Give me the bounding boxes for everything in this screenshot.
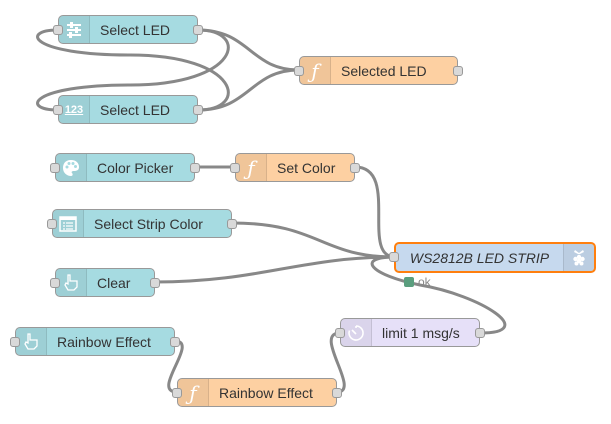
wire-rainbow-btn-to-rainbow-fn[interactable] xyxy=(167,339,184,394)
input-port[interactable] xyxy=(50,163,60,173)
node-clear-button[interactable]: Clear xyxy=(50,268,160,297)
output-port[interactable] xyxy=(227,219,237,229)
input-port[interactable] xyxy=(10,337,20,347)
input-port[interactable] xyxy=(172,388,182,398)
input-port[interactable] xyxy=(335,328,345,338)
input-port[interactable] xyxy=(53,25,63,35)
hand-pointer-icon xyxy=(16,328,47,355)
output-port[interactable] xyxy=(190,163,200,173)
node-rainbow-effect-function[interactable]: ƒ Rainbow Effect xyxy=(172,378,342,407)
function-icon: ƒ xyxy=(236,154,267,181)
sliders-icon xyxy=(59,16,90,43)
output-port[interactable] xyxy=(193,25,203,35)
palette-icon xyxy=(56,154,87,181)
wire-set-color-to-ws2812b[interactable] xyxy=(354,165,396,259)
function-icon: ƒ xyxy=(300,57,331,84)
wire-slider-out-to-numeric-in[interactable] xyxy=(36,28,230,112)
input-port[interactable] xyxy=(47,219,57,229)
input-port[interactable] xyxy=(50,278,60,288)
node-label: Select LED xyxy=(100,21,171,38)
node-label: Rainbow Effect xyxy=(219,384,313,401)
wire-rainbow-fn-to-limit[interactable] xyxy=(329,331,346,394)
wire-strip-color-to-ws2812b[interactable] xyxy=(231,221,396,259)
output-port[interactable] xyxy=(170,337,180,347)
status-dot xyxy=(404,277,414,287)
raspberry-pi-icon xyxy=(563,244,594,271)
output-port[interactable] xyxy=(332,388,342,398)
output-port[interactable] xyxy=(150,278,160,288)
function-icon: ƒ xyxy=(178,379,209,406)
node-limit-delay[interactable]: limit 1 msg/s xyxy=(335,318,485,347)
output-port[interactable] xyxy=(350,163,360,173)
node-label: Set Color xyxy=(277,159,336,176)
node-label: Clear xyxy=(97,274,131,291)
node-select-led-numeric[interactable]: 123 Select LED xyxy=(53,95,203,124)
output-port[interactable] xyxy=(193,105,203,115)
wire-limit-to-ws2812b[interactable] xyxy=(370,255,507,335)
input-port[interactable] xyxy=(294,66,304,76)
node-label: Color Picker xyxy=(97,159,174,176)
node-selected-led-function[interactable]: ƒ Selected LED xyxy=(294,56,463,85)
node-rainbow-effect-button[interactable]: Rainbow Effect xyxy=(10,327,180,356)
node-label: Select Strip Color xyxy=(94,215,203,232)
wire-numeric-out-to-slider-in[interactable] xyxy=(36,28,230,112)
output-port[interactable] xyxy=(453,66,463,76)
node-label: limit 1 msg/s xyxy=(382,324,460,341)
wire-clear-to-ws2812b[interactable] xyxy=(154,255,396,284)
input-port[interactable] xyxy=(230,163,240,173)
input-port[interactable] xyxy=(389,252,399,262)
status-text: ok xyxy=(418,275,431,289)
hand-pointer-icon xyxy=(56,269,87,296)
wire-slider-to-selected-led[interactable] xyxy=(197,28,300,72)
node-select-strip-color[interactable]: Select Strip Color xyxy=(47,209,237,238)
node-select-led-slider[interactable]: Select LED xyxy=(53,15,203,44)
node-color-picker[interactable]: Color Picker xyxy=(50,153,200,182)
node-label: Rainbow Effect xyxy=(57,333,151,350)
node-status: ok xyxy=(404,275,431,289)
wire-numeric-to-selected-led[interactable] xyxy=(197,68,300,112)
node-ws2812b-led-strip[interactable]: WS2812B LED STRIP xyxy=(389,242,596,273)
output-port[interactable] xyxy=(475,328,485,338)
list-icon xyxy=(53,210,84,237)
timer-icon xyxy=(341,319,372,346)
node-label: Select LED xyxy=(100,101,171,118)
numeric-123-icon: 123 xyxy=(59,96,90,123)
input-port[interactable] xyxy=(53,105,63,115)
node-label: Selected LED xyxy=(341,62,427,79)
node-set-color-function[interactable]: ƒ Set Color xyxy=(230,153,360,182)
node-label: WS2812B LED STRIP xyxy=(409,249,550,266)
